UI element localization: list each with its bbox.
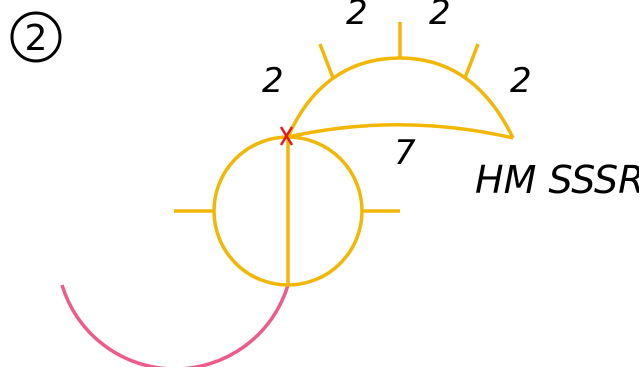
pink-arc xyxy=(60,284,290,367)
step-badge-number: 2 xyxy=(25,18,48,59)
label-middle: 7 xyxy=(394,133,416,173)
step-badge: 2 xyxy=(10,11,62,63)
label-top-right: 2 xyxy=(429,0,451,33)
label-right: 2 xyxy=(510,61,532,101)
algorithm-name: HM SSSR xyxy=(475,158,639,202)
step-badge-circle xyxy=(10,11,62,63)
label-left: 2 xyxy=(262,61,284,101)
tick-left xyxy=(318,43,335,79)
cross-marker xyxy=(279,126,294,146)
tick-right xyxy=(463,43,480,79)
lower-arc xyxy=(287,123,514,140)
label-top-left: 2 xyxy=(346,0,368,33)
